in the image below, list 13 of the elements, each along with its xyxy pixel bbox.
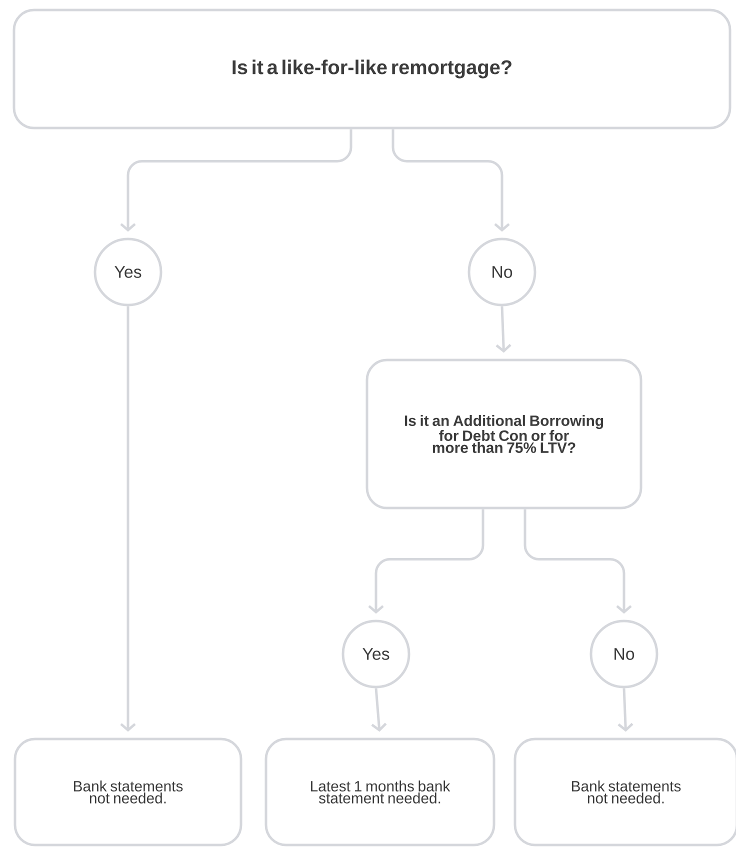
arrow: [120, 129, 352, 232]
arrow: [524, 509, 632, 614]
result-box: Bank statements not needed.: [514, 738, 736, 846]
result-box: Latest 1 months bank statement needed.: [264, 738, 496, 846]
question-box: Is it an Additional Borrowing for Debt Con or for more than 75% LTV?: [366, 358, 642, 510]
arrow: [496, 306, 512, 353]
arrow: [368, 509, 484, 614]
arrow: [371, 688, 387, 732]
arrow: [392, 129, 510, 232]
arrow: [618, 688, 634, 732]
arrow: [120, 306, 136, 732]
question-box: Is it a like-for-like remortgage?: [12, 8, 732, 130]
result-box: Bank statements not needed.: [14, 738, 242, 846]
